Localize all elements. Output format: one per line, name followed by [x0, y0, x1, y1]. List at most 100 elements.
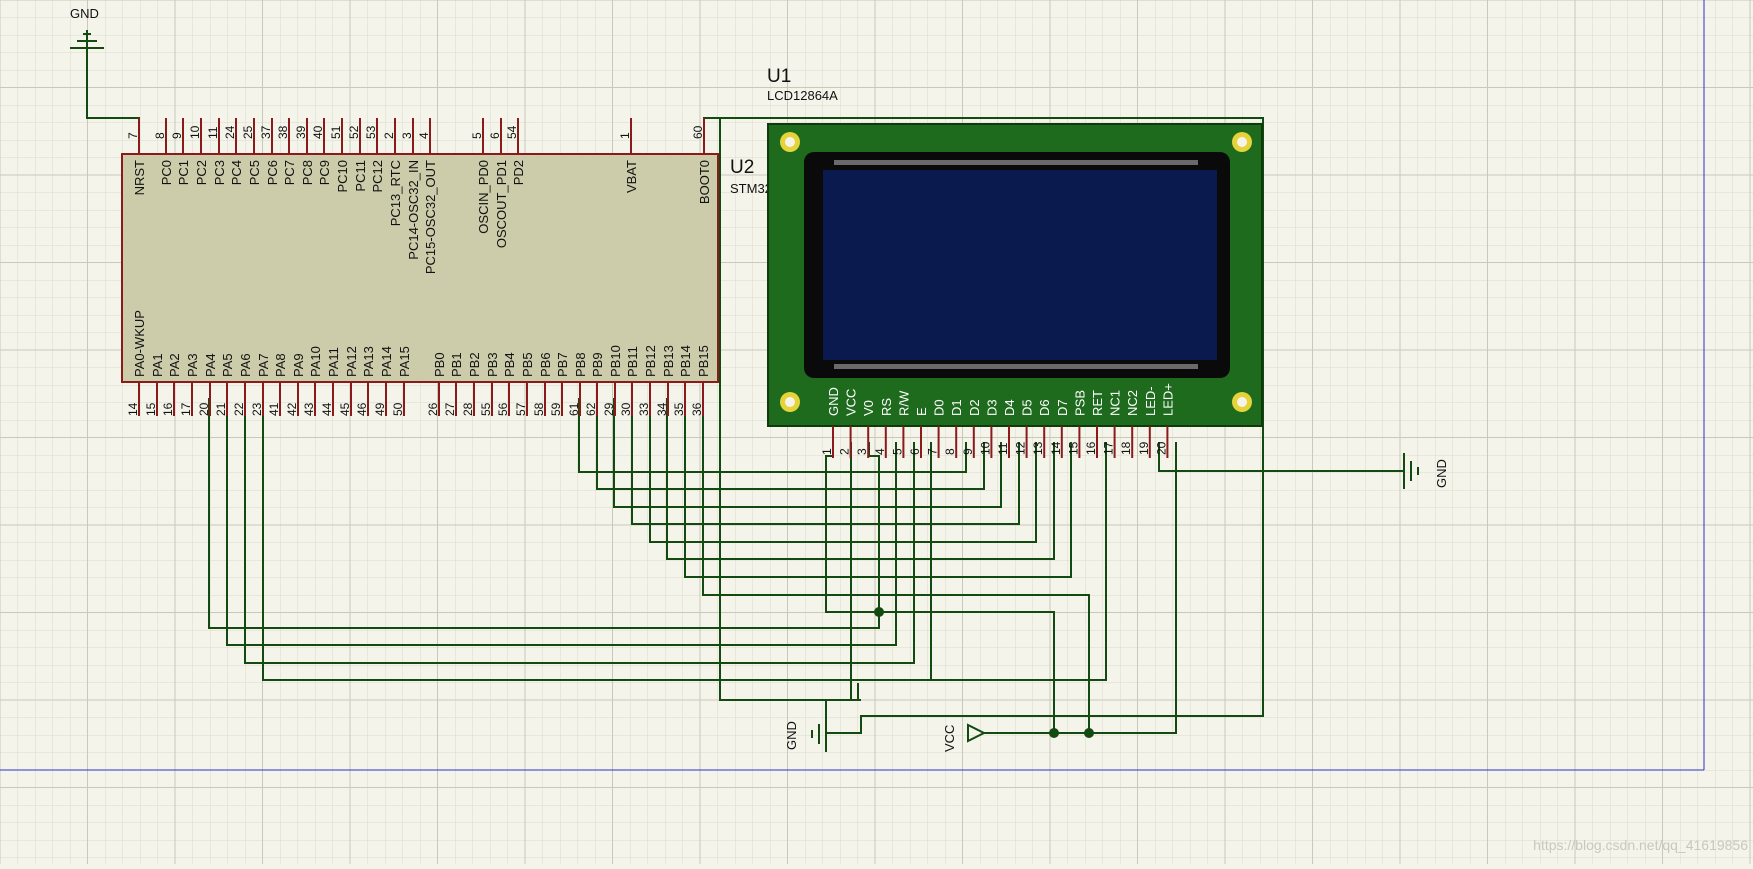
u1-pin-label: V0	[861, 400, 876, 416]
u2-pin-number: 29	[602, 402, 616, 416]
gnd-symbol-top[interactable]: GND	[70, 6, 104, 50]
u2-pin-number: 52	[347, 125, 361, 139]
u1-pin-number: 5	[890, 448, 904, 455]
junction-dot	[1049, 728, 1059, 738]
u1-pin-label: R/W	[896, 390, 911, 416]
u2-pin-label: PB11	[625, 346, 640, 377]
u2-pin-number: 15	[144, 402, 158, 416]
u2-pin-label: PC15-OSC32_OUT	[423, 160, 438, 274]
u2-pin-number: 11	[206, 126, 220, 139]
u2-body	[121, 153, 719, 383]
u2-pin-label: PA15	[397, 346, 412, 377]
u1-pin-label: D0	[932, 399, 947, 416]
u2-pin-number: 25	[241, 125, 255, 139]
wire-pa4-rs[interactable]	[208, 398, 880, 629]
wire-ret-pa7[interactable]	[931, 442, 1107, 681]
u2-pin-number: 40	[311, 125, 325, 139]
u2-pin-number: 59	[549, 402, 563, 416]
u1-pin-label: RET	[1090, 390, 1105, 416]
wire-pb10-d3[interactable]	[613, 398, 1002, 508]
u2-pin-number: 42	[285, 402, 299, 416]
u2-pin-number: 54	[505, 125, 519, 139]
u2-bottom-pins: 14PA0-WKUP15PA116PA217PA320PA421PA522PA6…	[126, 310, 711, 416]
u2-pin-label: PC10	[335, 160, 350, 193]
u2-pin-label: PA3	[185, 353, 200, 377]
u1-pin-number: 11	[996, 442, 1010, 455]
u2-pin-number: 34	[655, 402, 669, 416]
u2-stm32-chip[interactable]: U2 STM32F10__5 7NRST8PC09PC110PC211PC324…	[121, 118, 816, 416]
u2-pin-label: PC3	[212, 160, 227, 185]
u2-pin-label: PA4	[203, 353, 218, 377]
lcd-strip-top	[834, 160, 1198, 165]
junction-dots	[874, 607, 1094, 738]
u2-pin-label: PB3	[485, 352, 500, 377]
u2-pin-number: 45	[338, 402, 352, 416]
wire-u1-frame[interactable]	[720, 117, 1264, 734]
u2-pin-label: PA11	[326, 347, 341, 377]
u2-ref: U2	[730, 157, 754, 178]
u2-pin-number: 1	[618, 132, 632, 139]
u2-pin-label: OSCOUT_PD1	[494, 160, 509, 248]
u2-pin-label: PA1	[150, 353, 165, 377]
u2-pin-number: 4	[417, 132, 431, 139]
u2-pin-label: PA8	[273, 353, 288, 377]
u2-pin-number: 46	[355, 402, 369, 416]
u2-pin-number: 30	[619, 402, 633, 416]
u2-pin-label: PA12	[344, 346, 359, 377]
wire-pb12-d5[interactable]	[649, 398, 1037, 543]
u1-pin-number: 1	[820, 448, 834, 455]
u2-pin-number: 56	[496, 402, 510, 416]
gnd-symbol-bottom[interactable]: GND	[784, 716, 846, 752]
u2-pin-number: 26	[426, 402, 440, 416]
u2-pin-label: PC14-OSC32_IN	[406, 160, 421, 260]
u2-pin-label: PC0	[159, 160, 174, 185]
wire-pb14-d7[interactable]	[684, 398, 1072, 578]
u1-pin-label: PSB	[1072, 390, 1087, 416]
u2-pin-number: 33	[637, 402, 651, 416]
u2-pin-number: 61	[567, 402, 581, 416]
wire-pb15-psb[interactable]	[702, 398, 1090, 733]
wire-lcd-vcc[interactable]	[850, 442, 861, 701]
u2-pin-number: 62	[584, 402, 598, 416]
u2-pin-number: 8	[153, 132, 167, 139]
u1-pin-label: D5	[1020, 399, 1035, 416]
u2-pin-number: 28	[461, 402, 475, 416]
u1-pin-number: 10	[978, 441, 992, 455]
wire-pb11-d4[interactable]	[631, 398, 1020, 525]
u2-pin-number: 39	[294, 125, 308, 139]
wire-led-gnd[interactable]	[1158, 442, 1404, 472]
u2-pin-number: 9	[170, 132, 184, 139]
u2-pin-number: 41	[267, 402, 281, 416]
u1-pin-label: GND	[826, 387, 841, 416]
wire-pb13-d6[interactable]	[666, 398, 1055, 560]
vcc-symbol-bottom[interactable]: VCC	[942, 723, 987, 752]
u1-pin-label: D1	[949, 399, 964, 416]
mount-hole-inner	[1237, 397, 1247, 407]
wire-pb8-d1[interactable]	[578, 398, 967, 473]
u2-pin-label: PB12	[643, 345, 658, 377]
wire-vcc-bus[interactable]	[984, 442, 1177, 734]
u2-pin-number: 21	[214, 402, 228, 416]
u2-pin-number: 49	[373, 402, 387, 416]
u1-pin-label: LED-	[1143, 386, 1158, 416]
wire-pa5-rw[interactable]	[226, 398, 897, 646]
gnd-right-label: GND	[1434, 459, 1449, 488]
u2-pin-label: PA14	[379, 346, 394, 377]
u1-pins: 1GND2VCC3V04RS5R/W6E7D08D19D210D311D412D…	[820, 383, 1175, 458]
u2-pin-number: 16	[161, 402, 175, 416]
wire-pa6-e[interactable]	[244, 398, 915, 664]
u1-pin-number: 17	[1102, 441, 1116, 455]
u2-pin-label: PC6	[265, 160, 280, 185]
wire-pb9-d2[interactable]	[596, 398, 985, 490]
u2-pin-number: 17	[179, 402, 193, 416]
u1-pin-number: 2	[838, 448, 852, 455]
u2-pin-label: PA2	[167, 353, 182, 377]
u1-lcd12864-module[interactable]: U1 LCD12864A 1GND2VCC3V04RS5R/W6E7D08D19…	[767, 66, 1263, 458]
lcd-mount-holes	[780, 132, 1252, 412]
gnd-symbol-right[interactable]: GND	[1403, 453, 1449, 489]
u2-pin-label: PA6	[238, 353, 253, 377]
wire-pa7-d0[interactable]	[262, 398, 932, 681]
junction-dot	[874, 607, 884, 617]
mount-hole-inner	[1237, 137, 1247, 147]
